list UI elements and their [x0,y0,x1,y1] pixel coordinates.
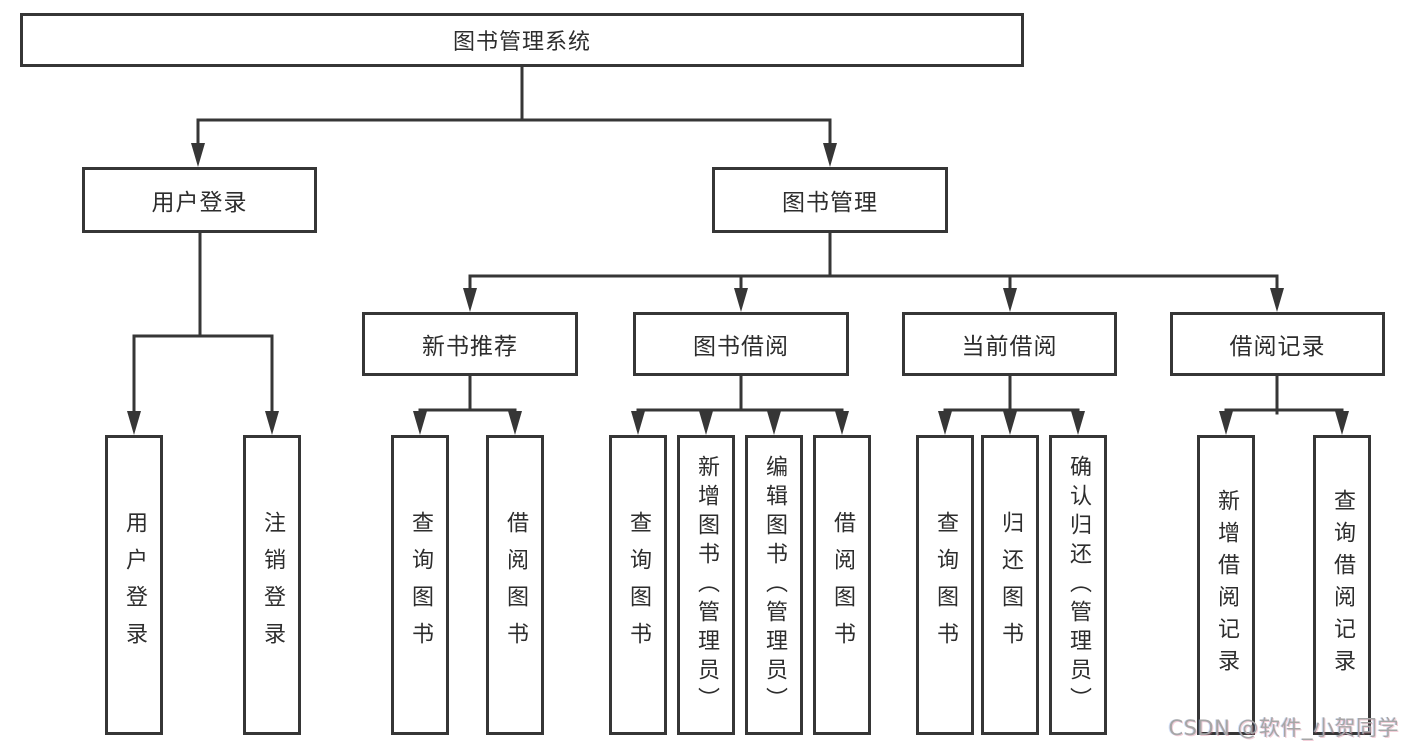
leaf-search-book-recommend: 查询图书 [391,435,449,735]
leaf-confirm-return-admin-label: 确认归还（管理员） [1066,454,1091,716]
connector-book-borrow-split [636,374,844,415]
connector-root-to-level2 [196,65,832,148]
connector-current-borrow-split [943,374,1080,415]
leaf-borrow-book-recommend-label: 借阅图书 [503,511,528,659]
connector-new-book-split [418,374,517,415]
leaf-borrow-book-recommend: 借阅图书 [486,435,544,735]
node-book-management: 图书管理 [712,167,948,233]
leaf-edit-book-admin-label: 编辑图书（管理员） [762,454,787,716]
leaf-add-book-admin-label: 新增图书（管理员） [694,454,719,716]
leaf-add-borrow-record: 新增借阅记录 [1197,435,1255,735]
leaf-add-borrow-record-label: 新增借阅记录 [1214,489,1239,681]
arrowheads-level3 [463,288,1284,312]
node-user-login: 用户登录 [82,167,317,233]
connector-user-login-split [132,231,274,415]
arrowheads-level4 [127,411,1349,435]
leaf-search-book-borrow: 查询图书 [609,435,667,735]
node-book-borrow: 图书借阅 [633,312,849,376]
leaf-return-book-label: 归还图书 [998,511,1023,659]
leaf-search-borrow-record-label: 查询借阅记录 [1330,489,1355,681]
csdn-watermark: CSDN @软件_小贺同学 [1168,716,1399,740]
leaf-return-book: 归还图书 [981,435,1039,735]
connector-book-management-to-level3 [468,231,1279,293]
node-borrow-records: 借阅记录 [1170,312,1385,376]
connector-borrow-records-split [1224,374,1344,415]
arrowheads-level2 [191,143,837,167]
leaf-borrow-book-label: 借阅图书 [830,511,855,659]
leaf-search-book-recommend-label: 查询图书 [408,511,433,659]
leaf-search-book-borrow-label: 查询图书 [626,511,651,659]
node-current-borrow: 当前借阅 [902,312,1117,376]
leaf-user-login-label: 用户登录 [122,511,147,659]
leaf-confirm-return-admin: 确认归还（管理员） [1049,435,1107,735]
leaf-search-book-current: 查询图书 [916,435,974,735]
leaf-search-borrow-record: 查询借阅记录 [1313,435,1371,735]
leaf-logout: 注销登录 [243,435,301,735]
node-new-book-recommend: 新书推荐 [362,312,578,376]
leaf-add-book-admin: 新增图书（管理员） [677,435,735,735]
leaf-logout-label: 注销登录 [260,511,285,659]
node-library-management-system: 图书管理系统 [20,13,1024,67]
leaf-borrow-book: 借阅图书 [813,435,871,735]
leaf-user-login: 用户登录 [105,435,163,735]
leaf-edit-book-admin: 编辑图书（管理员） [745,435,803,735]
leaf-search-book-current-label: 查询图书 [933,511,958,659]
